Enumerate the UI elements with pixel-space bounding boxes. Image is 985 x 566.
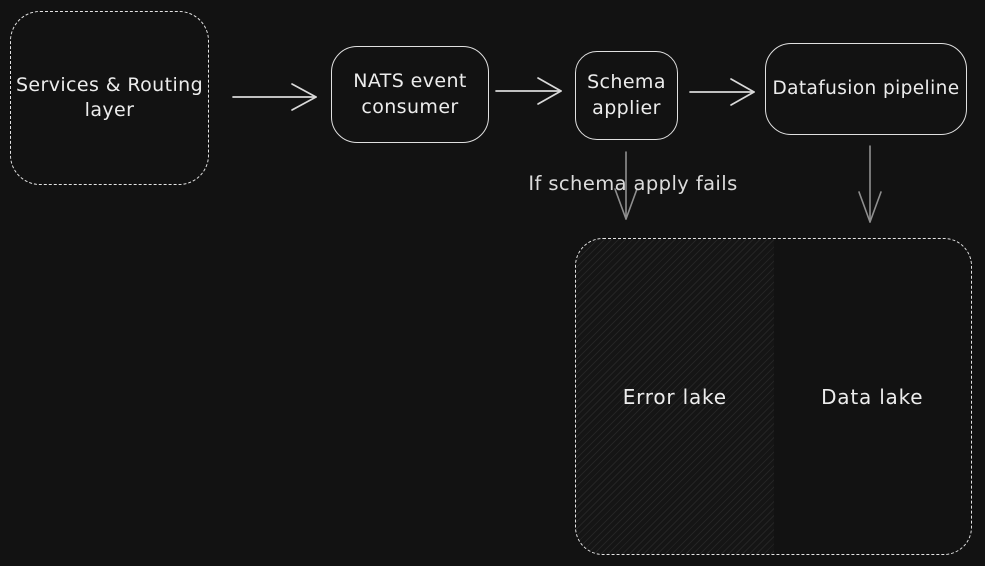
edge-label-if-schema-apply-fails: If schema apply fails — [528, 172, 738, 195]
lakes-group-container: Error lake Data lake — [575, 238, 972, 555]
arrow-schema-to-error-lake — [614, 151, 638, 220]
data-lake-region: Data lake — [774, 239, 972, 554]
node-schema-applier-label: Schema applier — [587, 71, 666, 119]
node-datafusion-pipeline-label: Datafusion pipeline — [772, 77, 960, 99]
arrow-nats-to-schema — [495, 77, 562, 105]
error-lake-region: Error lake — [576, 239, 774, 554]
data-lake-label: Data lake — [821, 384, 924, 409]
arrow-datafusion-to-data-lake — [858, 145, 882, 223]
node-services-routing-layer: Services & Routing layer — [10, 11, 209, 185]
error-lake-label: Error lake — [622, 384, 727, 409]
arrow-schema-to-datafusion — [689, 78, 755, 106]
node-services-routing-layer-label: Services & Routing layer — [15, 73, 204, 121]
node-datafusion-pipeline: Datafusion pipeline — [765, 43, 967, 135]
arrow-services-to-nats — [232, 83, 317, 111]
node-nats-event-consumer: NATS event consumer — [331, 46, 489, 143]
node-schema-applier: Schema applier — [575, 51, 678, 140]
node-nats-event-consumer-label: NATS event consumer — [353, 70, 467, 118]
